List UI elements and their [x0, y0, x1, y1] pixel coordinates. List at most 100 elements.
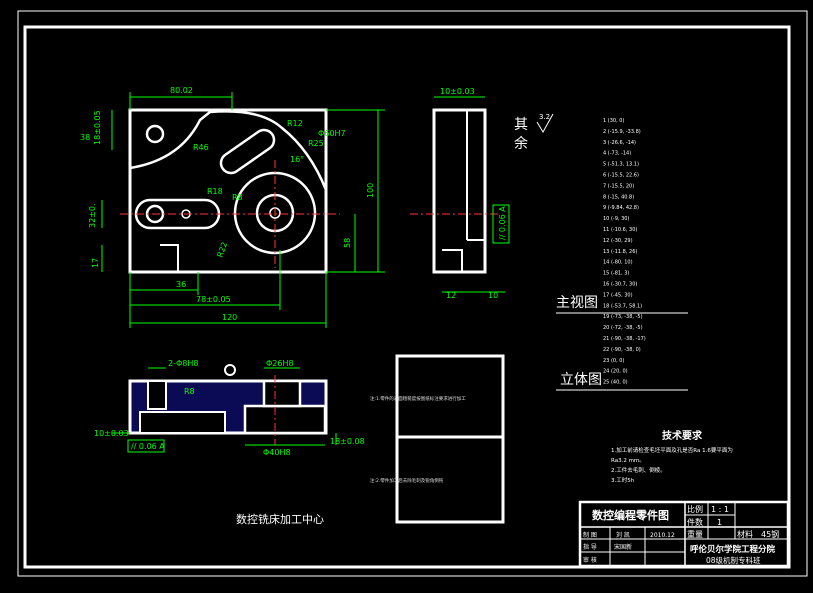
class-name: 08级机制专科班	[706, 555, 761, 565]
qty-label: 件数	[687, 517, 703, 527]
coordinate-item: 8 (-15, 40.8)	[603, 194, 634, 200]
weight-label: 重量	[687, 529, 703, 539]
coordinate-item: 2 (-15.9, -33.8)	[603, 129, 641, 135]
iso-box-outline	[395, 354, 505, 524]
person-1: 刘 凯	[616, 531, 630, 539]
iso-view-label: 立体图	[560, 372, 602, 388]
dim-r46: R46	[193, 143, 209, 152]
qty-value: 1	[717, 518, 722, 527]
dim-r12: R12	[287, 119, 303, 128]
hole-top-left	[145, 124, 165, 144]
person-2: 宋国新	[614, 543, 632, 551]
main-view-label: 主视图	[556, 295, 598, 311]
iso-note-1: 注:1.零件的表面粗糙度按图纸标注要求进行加工	[370, 395, 466, 402]
coordinate-list: 1 (30, 0) 2 (-15.9, -33.8) 3 (-26.6, -14) 4…	[603, 118, 646, 386]
front-view: 80.02 18±0.05 38 32±0. 17 100 58 36 78±0…	[80, 86, 385, 328]
tech-item: 3.工时5h	[611, 476, 635, 484]
side-outline	[432, 108, 487, 274]
bottom-slot	[139, 411, 226, 434]
machine-center-label: 数控铣床加工中心	[236, 512, 324, 526]
bottom-tol-box: // 0.06 A	[131, 442, 165, 451]
sheet-border	[17, 10, 808, 577]
dim-r25: R25	[308, 139, 324, 148]
dim-left-small: 38	[80, 133, 90, 142]
dim-left-height: 18±0.05	[93, 110, 102, 145]
roughness-value: 3.2	[539, 113, 550, 121]
front-incline-slot	[219, 128, 276, 175]
front-step	[160, 244, 179, 272]
coordinate-item: 18 (-53.7, 58.1)	[603, 303, 642, 309]
tech-item: 1.加工前请检查毛坯平面及孔是否Ra 1.6要平面为	[611, 446, 733, 454]
side-view: 10±0.03 // 0.06 A 12 10	[410, 87, 510, 300]
dim-left-bottom: 17	[91, 258, 100, 268]
side-bottom-left: 12	[446, 291, 456, 300]
coordinate-item: 1 (30, 0)	[603, 118, 624, 124]
dim-bottom-36: 36	[176, 280, 186, 289]
iso-box: 注:1.零件的表面粗糙度按图纸标注要求进行加工 注:2.零件加工后去除毛刺及锐角…	[370, 354, 505, 524]
dim-angle: 16°	[290, 155, 304, 164]
dim-right-mid: 58	[343, 238, 352, 248]
iso-note-2: 注:2.零件加工后去除毛刺及锐角倒钝	[370, 477, 444, 484]
coordinate-item: 5 (-51.3, 13.1)	[603, 162, 639, 168]
dim-right-total: 100	[366, 183, 375, 198]
coordinate-item: 23 (0, 0)	[603, 358, 624, 364]
dim-bottom-120: 120	[222, 313, 237, 322]
coordinate-item: 3 (-26.6, -14)	[603, 140, 636, 146]
view-marker	[224, 364, 236, 376]
bottom-hole-1	[147, 380, 167, 410]
side-top-dim: 10±0.03	[440, 87, 475, 96]
dim-r8: R8	[232, 193, 243, 202]
coordinate-item: 17 (-45, 30)	[603, 292, 633, 298]
coordinate-item: 13 (-11.8, 26)	[603, 249, 637, 255]
bottom-dimensions	[112, 367, 337, 453]
roughness-prefix-1: 其	[514, 117, 528, 133]
side-dimensions	[434, 96, 510, 293]
dim-top-width: 80.02	[170, 86, 193, 95]
front-pocket-contour	[129, 110, 328, 191]
coordinate-item: 4 (-73, -14)	[603, 151, 631, 157]
drawing-name: 数控编程零件图	[592, 508, 669, 522]
coordinate-item: 11 (-10.6, 30)	[603, 227, 637, 233]
dim-bottom-78: 78±0.05	[196, 295, 231, 304]
coordinate-item: 22 (-90, -38, 0)	[603, 347, 641, 353]
coordinate-item: 24 (20, 0)	[603, 369, 628, 375]
side-bottom-right: 10	[488, 291, 498, 300]
roughness-prefix-2: 余	[514, 135, 528, 152]
front-dimensions	[101, 92, 385, 328]
bottom-view: 2-Φ8H8 Φ26H8 R8 10±0.03 // 0.06 A 18±0.0…	[94, 359, 365, 457]
role-1: 制 图	[583, 531, 597, 539]
tech-item: 2.工件去毛刺、倒棱。	[611, 466, 666, 474]
coordinate-item: 6 (-15.5, 22.6)	[603, 173, 639, 179]
coordinate-item: 19 (-73, -38, -5)	[603, 314, 643, 320]
title-block	[578, 500, 790, 568]
date-1: 2010.12	[650, 532, 675, 539]
material-label: 材料	[737, 529, 753, 539]
material-value: 45钢	[761, 529, 779, 539]
coordinate-item: 14 (-80, 10)	[603, 260, 633, 266]
roughness-symbol: 其 余 3.2	[514, 113, 554, 152]
coordinate-item: 20 (-72, -38, -5)	[603, 325, 643, 331]
side-step	[442, 249, 463, 272]
outer-frame	[23, 25, 791, 569]
bottom-bottom-dim: Φ40H8	[263, 448, 291, 457]
bottom-left-dim: 10±0.03	[94, 429, 129, 438]
bottom-pocket	[243, 404, 327, 435]
role-2: 指 导	[583, 543, 597, 551]
role-3: 审 核	[583, 556, 597, 564]
roughness-check-icon	[536, 113, 554, 133]
dim-left-mid: 32±0.	[88, 203, 97, 228]
coordinate-item: 7 (-15.5, 20)	[603, 183, 634, 189]
dim-r18: R18	[207, 187, 223, 196]
scale-value: 1 : 1	[711, 505, 729, 514]
coordinate-item: 25 (40, 0)	[603, 380, 628, 386]
tech-title: 技术要求	[662, 429, 703, 442]
coordinate-item: 16 (-30.7, 30)	[603, 282, 637, 288]
title-block-text: 数控编程零件图 比例 1 : 1 件数 1 重量 材料 45钢 制 图 刘 凯 …	[583, 504, 779, 565]
coordinate-item: 12 (-30, 29)	[603, 238, 633, 244]
bottom-r-label: R8	[184, 387, 195, 396]
coordinate-item: 9 (-9.84, 42.8)	[603, 205, 639, 211]
bottom-top-right: Φ26H8	[266, 359, 294, 368]
